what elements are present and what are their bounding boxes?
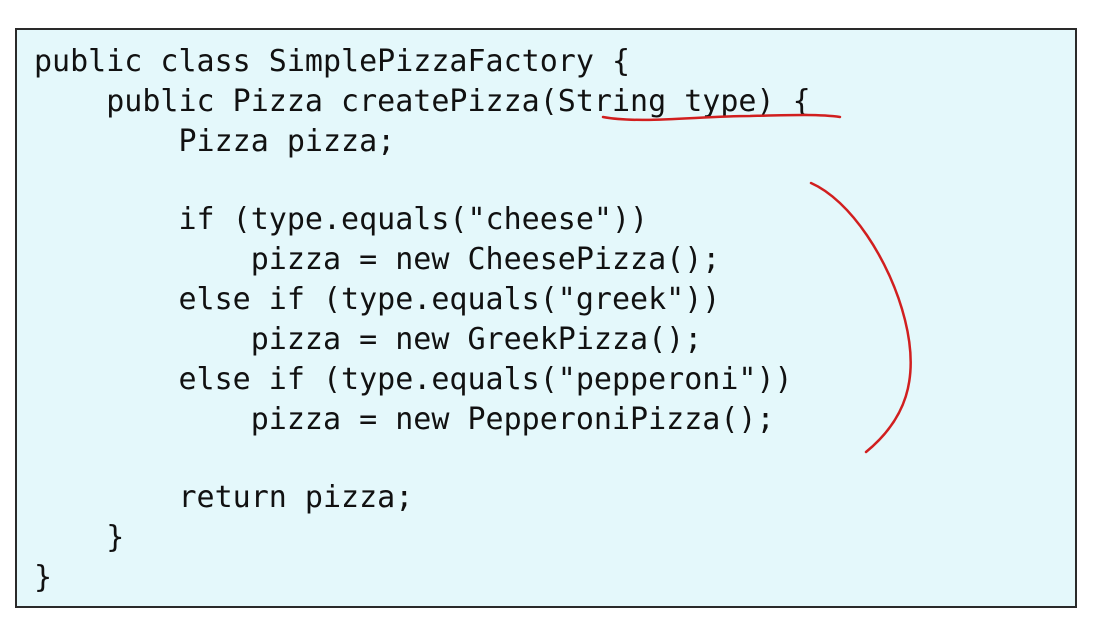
code-line-5: if (type.equals("cheese"))	[34, 202, 649, 237]
code-line-1: public class SimplePizzaFactory {	[34, 44, 631, 79]
code-line-6: pizza = new CheesePizza();	[34, 242, 721, 277]
code-line-12: return pizza;	[34, 480, 414, 515]
code-line-3: Pizza pizza;	[34, 124, 396, 159]
code-line-10: pizza = new PepperoniPizza();	[34, 402, 775, 437]
code-line-8: pizza = new GreekPizza();	[34, 322, 703, 357]
code-line-2: public Pizza createPizza(String type) {	[34, 84, 811, 119]
code-line-9: else if (type.equals("pepperoni"))	[34, 362, 793, 397]
code-line-14: }	[34, 560, 53, 595]
code-line-13: }	[34, 520, 125, 555]
code-line-7: else if (type.equals("greek"))	[34, 282, 721, 317]
